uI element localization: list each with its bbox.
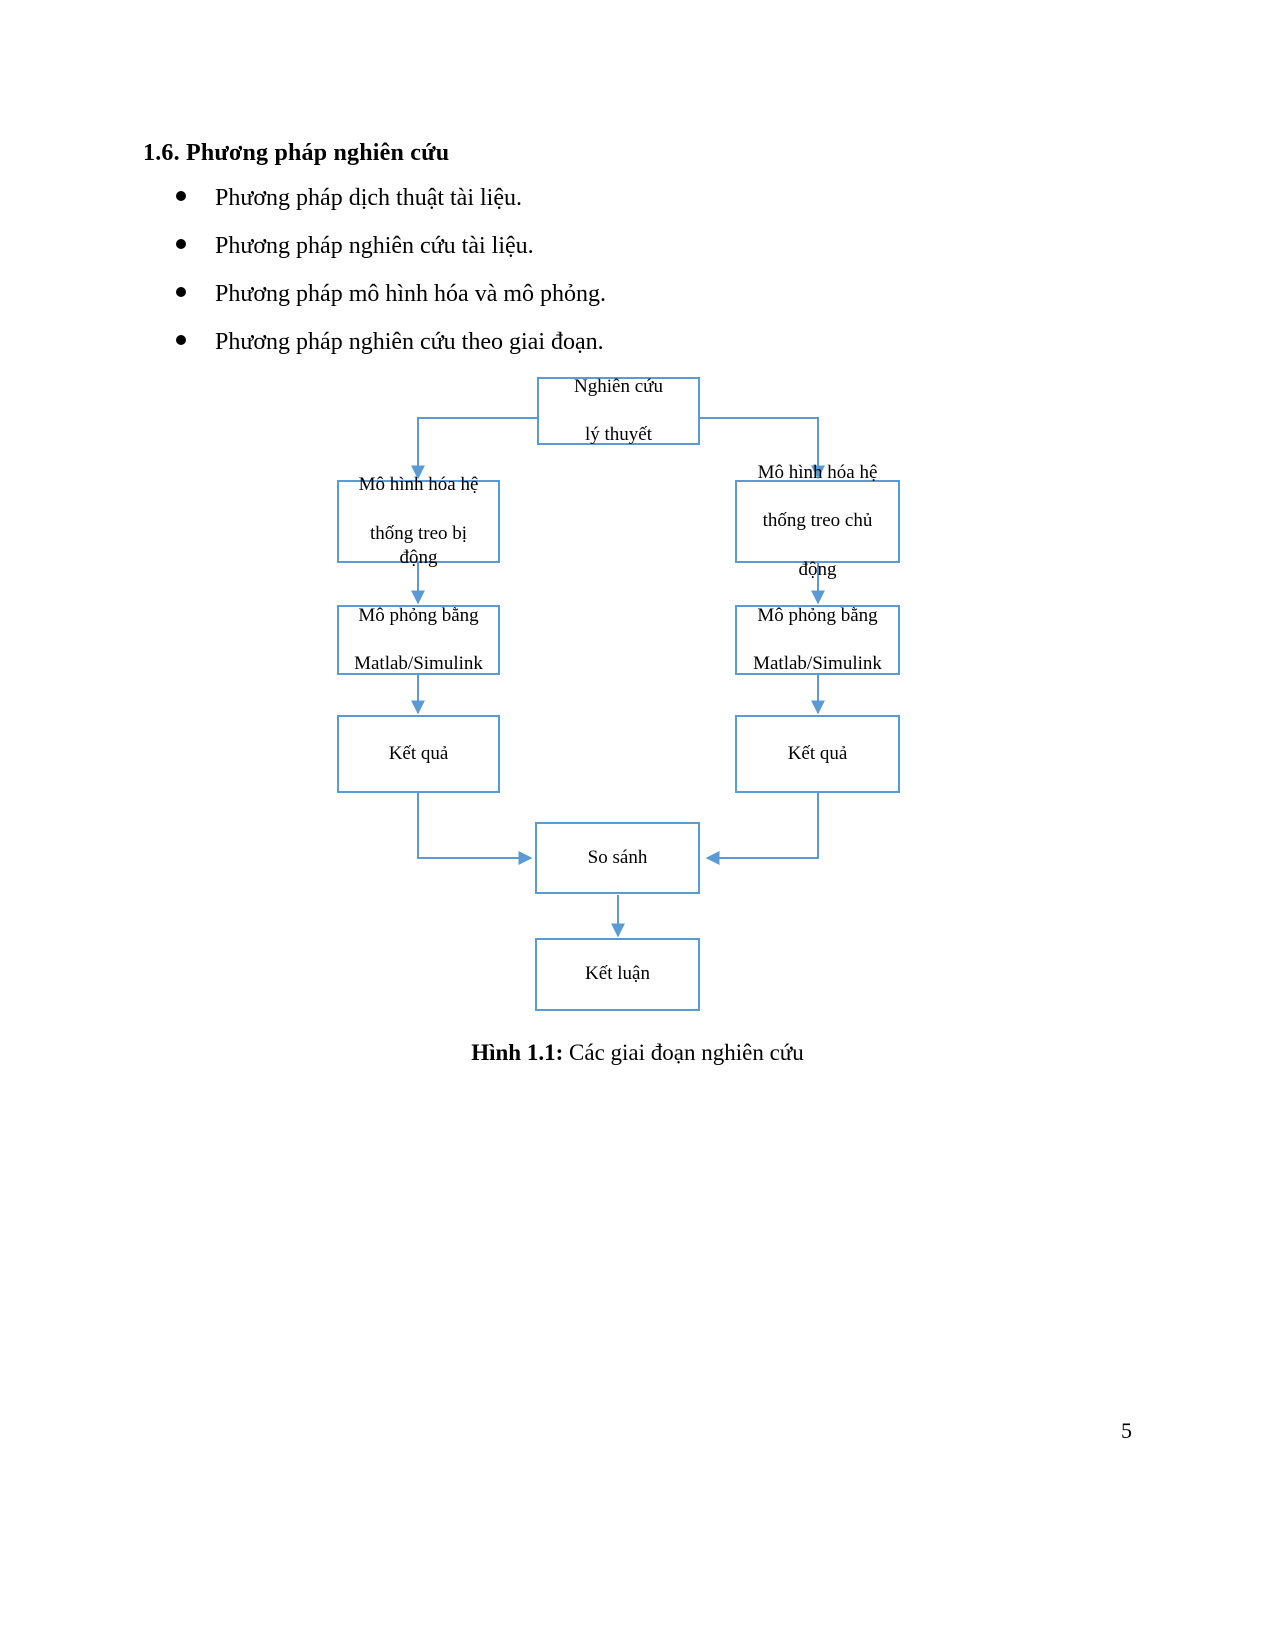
flow-node-simulation-left: Mô phỏng bằng Matlab/Simulink [337, 605, 500, 675]
flow-node-simulation-right-line2: Matlab/Simulink [753, 653, 882, 675]
flow-node-simulation-right-line1: Mô phỏng bằng [757, 604, 878, 626]
flow-node-simulation-right: Mô phỏng bằng Matlab/Simulink [735, 605, 900, 675]
bullet-dot-icon [176, 335, 186, 345]
flow-node-result-right-label: Kết quả [787, 742, 848, 764]
list-item-label: Phương pháp nghiên cứu tài liệu. [215, 233, 534, 259]
flow-node-simulation-left-line2: Matlab/Simulink [354, 653, 483, 675]
list-item-label: Phương pháp mô hình hóa và mô phỏng. [215, 281, 607, 307]
list-item: Phương pháp nghiên cứu tài liệu. [176, 234, 996, 282]
flow-node-theory-line1: Nghiên cứu [574, 375, 663, 397]
flow-node-active-model-line2: thống treo chủ [762, 510, 873, 532]
section-heading: 1.6. Phương pháp nghiên cứu [143, 140, 450, 166]
bullet-dot-icon [176, 191, 186, 201]
list-item: Phương pháp mô hình hóa và mô phỏng. [176, 282, 996, 330]
flow-node-conclusion: Kết luận [535, 938, 700, 1011]
list-item: Phương pháp nghiên cứu theo giai đoạn. [176, 330, 996, 378]
list-item-label: Phương pháp nghiên cứu theo giai đoạn. [215, 329, 604, 355]
flow-node-compare-label: So sánh [587, 846, 648, 868]
page-number: 5 [1121, 1418, 1132, 1443]
flow-node-result-left-label: Kết quả [388, 742, 449, 764]
figure-caption-text: Các giai đoạn nghiên cứu [569, 1040, 804, 1065]
list-item-label: Phương pháp dịch thuật tài liệu. [215, 185, 522, 211]
flow-node-passive-model: Mô hình hóa hệ thống treo bị động [337, 474, 500, 568]
flow-node-theory-line2: lý thuyết [584, 424, 652, 446]
figure-caption-label: Hình 1.1: [471, 1040, 564, 1065]
flow-node-active-model: Mô hình hóa hệ thống treo chủ động [735, 462, 900, 580]
flow-node-active-model-line1: Mô hình hóa hệ [757, 461, 878, 483]
methods-bullet-list: Phương pháp dịch thuật tài liệu. Phương … [176, 186, 996, 378]
flow-node-passive-model-line2: thống treo bị động [369, 522, 468, 568]
flow-node-simulation-left-line1: Mô phỏng bằng [358, 604, 479, 626]
flow-node-passive-model-line1: Mô hình hóa hệ [358, 473, 479, 495]
bullet-dot-icon [176, 239, 186, 249]
figure-caption: Hình 1.1: Các giai đoạn nghiên cứu [0, 1040, 1275, 1066]
flow-node-active-model-line3: động [798, 558, 837, 580]
flow-node-result-left: Kết quả [337, 715, 500, 793]
list-item: Phương pháp dịch thuật tài liệu. [176, 186, 996, 234]
bullet-dot-icon [176, 287, 186, 297]
flow-node-compare: So sánh [535, 822, 700, 894]
flow-node-conclusion-label: Kết luận [585, 963, 650, 985]
flow-node-result-right: Kết quả [735, 715, 900, 793]
flow-node-theory: Nghiên cứu lý thuyết [537, 375, 700, 446]
